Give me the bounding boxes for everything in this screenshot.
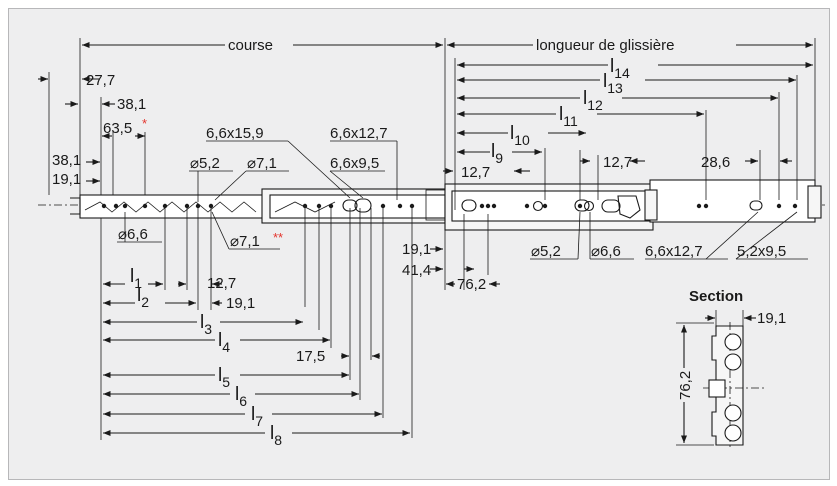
label-l4: l4 <box>218 330 230 355</box>
label-l5: l5 <box>218 365 230 390</box>
section-view <box>676 310 766 450</box>
dim-38-1-top: 38,1 <box>117 96 146 113</box>
bottom-right-callouts <box>430 211 808 290</box>
bottom-left-callouts <box>117 208 413 438</box>
label-l6: l6 <box>235 384 247 409</box>
slide-body <box>38 179 825 231</box>
section-76-2: 76,2 <box>677 371 694 400</box>
label-l12: l12 <box>583 88 603 113</box>
course-label: course <box>228 37 273 54</box>
dim-76-2: 76,2 <box>457 276 486 293</box>
section-19-1: 19,1 <box>757 310 786 327</box>
drawing-frame <box>8 8 830 480</box>
dia-7-1-top: ⌀7,1 <box>247 155 277 172</box>
dia-7-1-bottom: ⌀7,1 <box>230 233 260 250</box>
dim-19-1-left: 19,1 <box>52 171 81 188</box>
dim-38-1-left: 38,1 <box>52 152 81 169</box>
hole-6-6x12-7-bottom: 6,6x12,7 <box>645 243 703 260</box>
length-label: longueur de glissière <box>536 37 674 54</box>
l-dimensions-left <box>103 280 410 437</box>
dim-12-7-right1: 12,7 <box>461 164 490 181</box>
label-l7: l7 <box>251 404 263 429</box>
dia-6-6-left: ⌀6,6 <box>118 226 148 243</box>
dia-6-6-bottom: ⌀6,6 <box>591 243 621 260</box>
hole-5-2x9-5: 5,2x9,5 <box>737 243 786 260</box>
dim-27-7: 27,7 <box>86 72 115 89</box>
dim-41-4: 41,4 <box>402 262 431 279</box>
dim-12-7-right2: 12,7 <box>603 154 632 171</box>
label-l11: l11 <box>559 104 578 129</box>
star-marker-1: * <box>142 116 147 131</box>
label-l1: l1 <box>130 266 142 291</box>
hole-6-6x9-5: 6,6x9,5 <box>330 155 379 172</box>
hole-6-6x15-9: 6,6x15,9 <box>206 125 264 142</box>
dim-17-5: 17,5 <box>296 348 325 365</box>
dim-12-7-a: 12,7 <box>207 275 236 292</box>
label-l13: l13 <box>603 71 623 96</box>
dim-19-1-mid: 19,1 <box>402 241 431 258</box>
label-l2: l2 <box>137 285 149 310</box>
dim-63-5: 63,5 <box>103 120 132 137</box>
dia-5-2-bottom: ⌀5,2 <box>531 243 561 260</box>
left-dimensions <box>38 72 146 440</box>
hole-6-6x12-7-top: 6,6x12,7 <box>330 125 388 142</box>
star-marker-2: ** <box>273 230 283 245</box>
section-title: Section <box>689 288 743 305</box>
label-l3: l3 <box>200 312 212 337</box>
dia-5-2-top: ⌀5,2 <box>190 155 220 172</box>
label-l14: l14 <box>610 56 630 81</box>
top-hole-callouts <box>189 140 398 202</box>
l-dimensions-right <box>443 58 813 210</box>
label-l9: l9 <box>491 141 503 166</box>
label-l10: l10 <box>510 123 530 148</box>
dim-28-6: 28,6 <box>701 154 730 171</box>
course-dimension <box>79 38 446 195</box>
label-l8: l8 <box>270 423 282 448</box>
dim-19-1-b: 19,1 <box>226 295 255 312</box>
